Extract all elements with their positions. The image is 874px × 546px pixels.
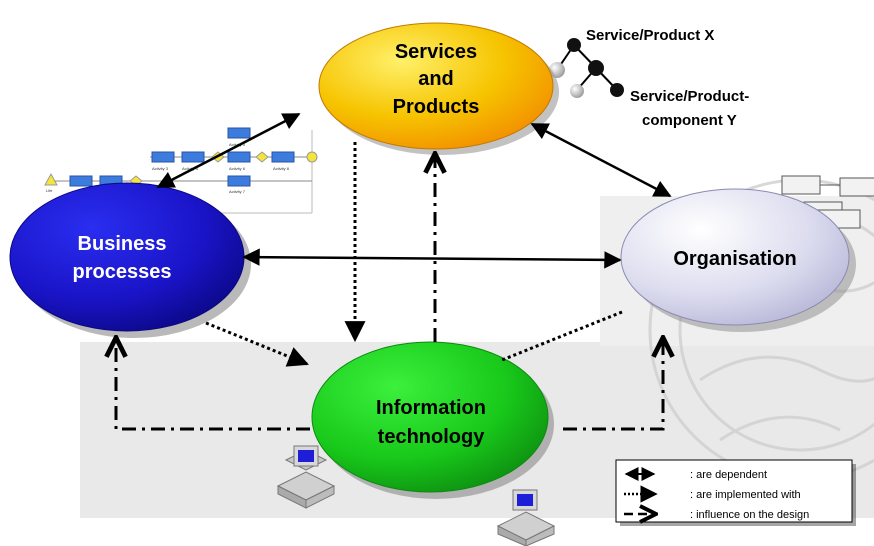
service-product-x-label: Service/Product X: [586, 27, 714, 44]
edge-services-business-dependent: [156, 112, 301, 189]
node-services-products: [318, 22, 554, 150]
thumb-label-0: Life: [46, 188, 53, 193]
organisation-label: Organisation: [673, 248, 796, 270]
it-label-2: technology: [378, 426, 486, 448]
computer-icon: [496, 489, 556, 546]
services-label-1: Services: [395, 41, 477, 63]
business-label-2: processes: [73, 261, 172, 283]
legend-label-implemented: : are implemented with: [690, 489, 801, 501]
thumb-label-6: Activity 8: [273, 166, 290, 171]
thumb-label-5: Activity 7: [229, 189, 246, 194]
node-information-technology: [311, 341, 549, 493]
services-label-3: Products: [393, 96, 480, 118]
service-product-component-label-2: component Y: [642, 112, 737, 129]
thumb-label-1: Activity 3: [152, 166, 169, 171]
edge-it-organisation-influence: [563, 340, 663, 431]
product-tree-icon: [549, 38, 624, 98]
edge-business-organisation-dependent: [242, 248, 622, 269]
edge-services-organisation-dependent: [530, 122, 672, 198]
services-label-2: and: [418, 68, 454, 90]
it-label-1: Information: [376, 397, 486, 419]
service-product-component-label-1: Service/Product-: [630, 88, 749, 105]
legend: : are dependent : are implemented with :…: [615, 459, 856, 526]
node-business-processes: [9, 182, 245, 332]
thumb-label-4: Activity 6: [229, 166, 246, 171]
edge-business-it-implemented: [205, 321, 309, 367]
computer-icon: [276, 445, 336, 509]
business-label-1: Business: [78, 233, 167, 255]
legend-label-dependent: : are dependent: [690, 469, 767, 481]
org-chart-thumbnail: [781, 175, 874, 229]
edge-it-business-influence: [116, 340, 310, 431]
legend-label-influence: : influence on the design: [690, 509, 809, 521]
